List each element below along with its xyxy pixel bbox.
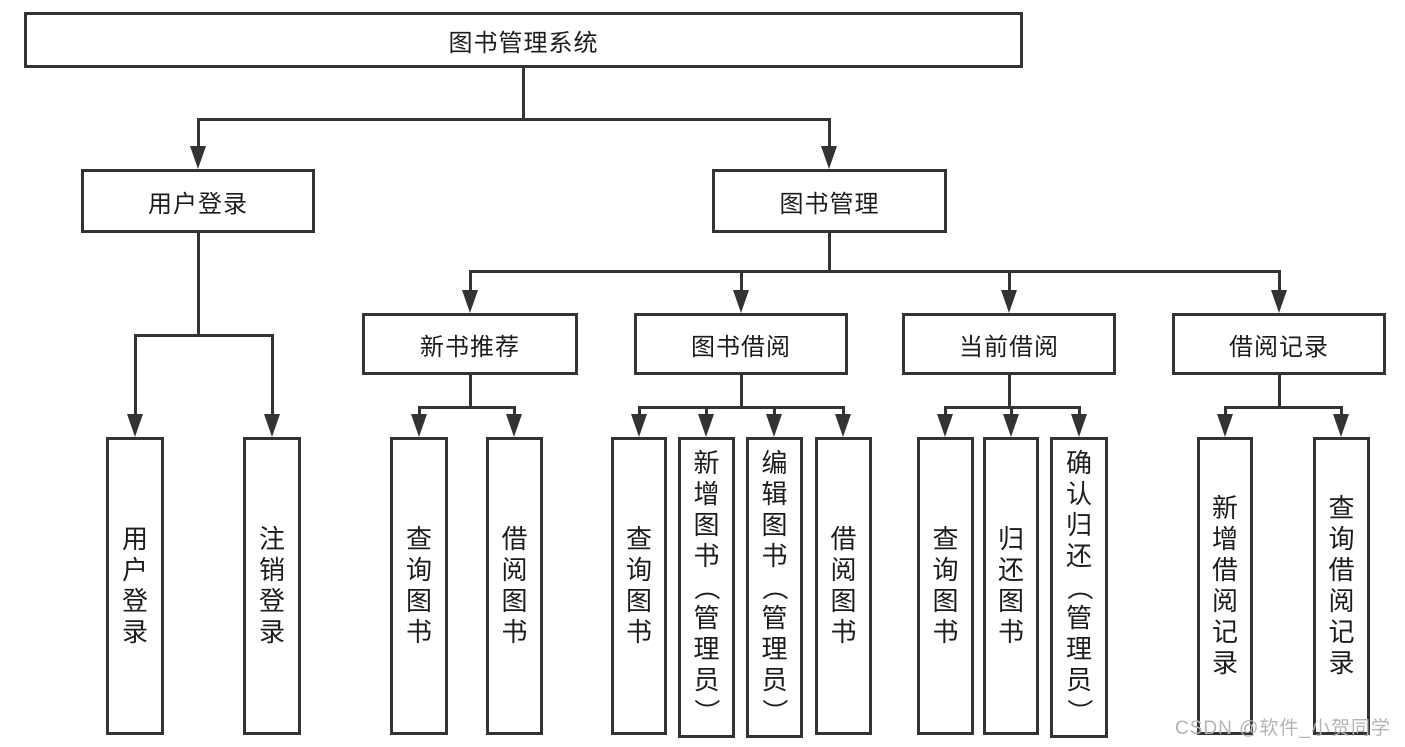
connector-bb-stem-line [739, 375, 743, 409]
connector-arrow-leaf-logout [264, 335, 280, 437]
leaf-bb-borrow-books-label: 借阅图书 [830, 524, 857, 647]
node-user-login: 用户登录 [81, 169, 315, 233]
leaf-bb-query-books: 查询图书 [611, 437, 667, 735]
node-current-borrow-label: 当前借阅 [959, 333, 1059, 361]
connector-arrow-borrow-record [1271, 271, 1287, 313]
leaf-nbr-borrow-books: 借阅图书 [486, 437, 543, 735]
connector-arrow-nbr-query [411, 407, 427, 437]
leaf-nbr-query-books-label: 查询图书 [405, 524, 432, 647]
connector-arrow-nbr-borrow [506, 407, 522, 437]
connector-book-management-stem-line [827, 233, 831, 273]
connector-root-branch-line [197, 118, 831, 121]
connector-arrow-br-add [1217, 407, 1233, 437]
leaf-logout-label: 注销登录 [258, 524, 285, 647]
connector-user-login-branch-line [133, 334, 274, 337]
connector-arrow-cb-confirm [1071, 407, 1087, 437]
connector-arrow-new-book-recommend [462, 271, 478, 313]
connector-nbr-stem-line [468, 375, 472, 409]
watermark-text: CSDN @软件_小贺同学 [1175, 718, 1391, 739]
connector-arrow-leaf-user-login [127, 335, 143, 437]
connector-arrow-bb-edit [766, 407, 782, 437]
leaf-logout: 注销登录 [243, 437, 301, 735]
leaf-bb-edit-books-admin-label: 编辑图书（管理员） [759, 448, 790, 725]
connector-arrow-current-borrow [1001, 271, 1017, 313]
leaf-user-login: 用户登录 [106, 437, 164, 735]
connector-arrow-book-borrow [733, 271, 749, 313]
node-book-management-label: 图书管理 [779, 190, 880, 218]
connector-arrow-bb-borrow [835, 407, 851, 437]
leaf-bb-borrow-books: 借阅图书 [815, 437, 872, 735]
connector-arrow-book-management [821, 119, 837, 169]
node-borrow-record-label: 借阅记录 [1229, 333, 1329, 361]
connector-nbr-branch-line [417, 406, 516, 409]
leaf-nbr-borrow-books-label: 借阅图书 [501, 524, 528, 647]
node-library-system-label: 图书管理系统 [448, 29, 599, 57]
leaf-bb-query-books-label: 查询图书 [625, 524, 652, 647]
connector-arrow-user-login [190, 119, 206, 169]
leaf-br-add-record: 新增借阅记录 [1197, 437, 1253, 735]
leaf-br-query-record-label: 查询借阅记录 [1328, 493, 1355, 678]
node-new-book-recommend: 新书推荐 [362, 313, 578, 375]
node-book-borrow-label: 图书借阅 [691, 333, 791, 361]
leaf-user-login-label: 用户登录 [121, 524, 148, 647]
leaf-cb-confirm-return-admin: 确认归还（管理员） [1050, 437, 1108, 738]
node-book-management: 图书管理 [712, 169, 947, 233]
leaf-nbr-query-books: 查询图书 [390, 437, 448, 735]
connector-arrow-br-query [1333, 407, 1349, 437]
connector-cb-stem-line [1007, 375, 1011, 409]
leaf-cb-query-books-label: 查询图书 [932, 524, 959, 647]
connector-arrow-bb-add [698, 407, 714, 437]
connector-arrow-cb-return [1003, 407, 1019, 437]
connector-root-stem-line [522, 68, 525, 121]
leaf-cb-confirm-return-admin-label: 确认归还（管理员） [1064, 448, 1095, 725]
leaf-bb-add-books-admin-label: 新增图书（管理员） [691, 448, 722, 725]
connector-arrow-bb-query [631, 407, 647, 437]
node-current-borrow: 当前借阅 [902, 313, 1116, 375]
node-user-login-label: 用户登录 [148, 190, 248, 218]
connector-bb-branch-line [637, 406, 845, 409]
connector-arrow-cb-query [937, 407, 953, 437]
leaf-cb-query-books: 查询图书 [917, 437, 974, 735]
leaf-bb-add-books-admin: 新增图书（管理员） [678, 437, 735, 738]
connector-br-stem-line [1277, 375, 1281, 409]
node-library-system: 图书管理系统 [24, 12, 1023, 68]
connector-br-branch-line [1223, 406, 1343, 409]
node-book-borrow: 图书借阅 [634, 313, 848, 375]
leaf-cb-return-books: 归还图书 [983, 437, 1039, 735]
leaf-br-query-record: 查询借阅记录 [1313, 437, 1370, 735]
leaf-bb-edit-books-admin: 编辑图书（管理员） [746, 437, 803, 738]
connector-book-management-branch-line [468, 270, 1281, 273]
node-new-book-recommend-label: 新书推荐 [420, 333, 520, 361]
leaf-cb-return-books-label: 归还图书 [997, 524, 1024, 647]
leaf-br-add-record-label: 新增借阅记录 [1211, 493, 1238, 678]
connector-user-login-stem-line [196, 233, 200, 337]
node-borrow-record: 借阅记录 [1172, 313, 1386, 375]
